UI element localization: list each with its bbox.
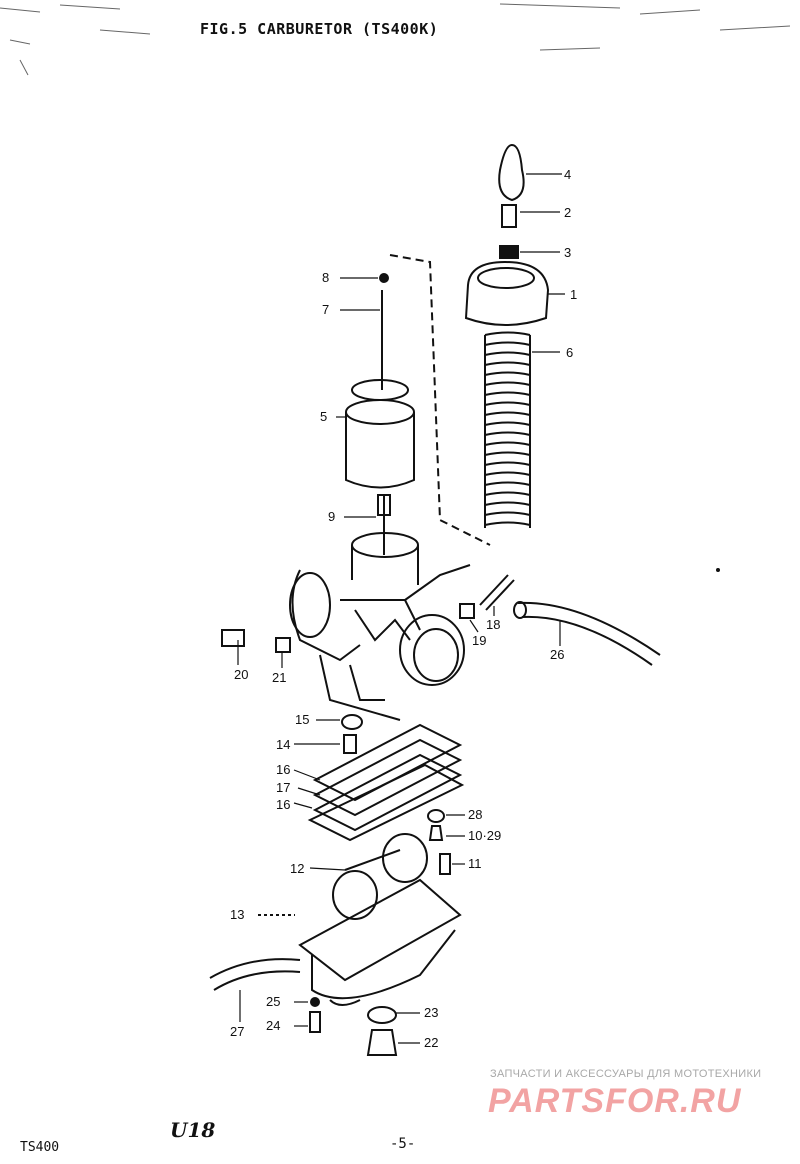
- callout-2: 2: [564, 205, 572, 220]
- part-4-boot: [498, 143, 525, 202]
- callout-1: 1: [570, 287, 578, 302]
- callout-19: 19: [472, 633, 487, 648]
- watermark-logo: PARTSFOR.RU: [488, 1082, 742, 1120]
- callout-17: 17: [276, 780, 291, 795]
- float-bowl: [298, 878, 462, 1006]
- part-1-cap: [464, 260, 550, 326]
- callout-11: 11: [468, 856, 482, 871]
- callout-27: 27: [230, 1024, 245, 1039]
- callout-4: 4: [564, 167, 572, 182]
- part-24-screw: [309, 1011, 321, 1033]
- callout-8: 8: [322, 270, 330, 285]
- callout-12: 12: [290, 861, 305, 876]
- callout-5: 5: [320, 409, 328, 424]
- scan-noise: [0, 3, 791, 76]
- part-26-hose: [517, 601, 661, 666]
- carburetor-body: [289, 532, 471, 721]
- callout-7: 7: [322, 302, 330, 317]
- callout-22: 22: [424, 1035, 439, 1050]
- part-28-washer: [427, 809, 445, 823]
- cable-dashed: [389, 254, 491, 546]
- part-21-spring: [275, 637, 291, 653]
- part-8-clip: [379, 273, 389, 283]
- part-5-slide: [345, 379, 415, 489]
- callout-26: 26: [550, 647, 565, 662]
- part-22-plug: [366, 1029, 398, 1056]
- diagram-code: U18: [170, 1118, 216, 1142]
- part-15-ring: [341, 714, 363, 730]
- part-12-float: [332, 833, 428, 920]
- watermark-tagline: ЗАПЧАСТИ И АКСЕССУАРЫ ДЛЯ МОТОТЕХНИКИ: [490, 1068, 762, 1080]
- callout-18: 18: [486, 617, 501, 632]
- model-label: TS400: [20, 1140, 60, 1155]
- callout-23: 23: [424, 1005, 439, 1020]
- part-6-spring: [484, 331, 531, 528]
- scan-dot: [716, 568, 720, 572]
- callout-16a: 16: [276, 762, 291, 777]
- callout-13: 13: [230, 907, 245, 922]
- callout-6: 6: [566, 345, 574, 360]
- callout-16b: 16: [276, 797, 291, 812]
- leader-lines: [237, 173, 565, 1044]
- callout-14: 14: [276, 737, 291, 752]
- part-25-washer: [310, 997, 320, 1007]
- part-2-adjuster: [501, 204, 517, 228]
- part-10-jet: [428, 825, 444, 841]
- callout-20: 20: [234, 667, 249, 682]
- part-14-17-plates: [307, 723, 465, 842]
- callout-25: 25: [266, 994, 281, 1009]
- callout-3: 3: [564, 245, 572, 260]
- part-19-sleeve: [459, 603, 475, 619]
- part-18-screw: [479, 574, 515, 611]
- callout-24: 24: [266, 1018, 281, 1033]
- page-number: -5-: [390, 1136, 416, 1152]
- callout-15: 15: [295, 712, 310, 727]
- callout-10-29: 10·29: [468, 828, 502, 843]
- part-27-tube: [209, 958, 301, 991]
- callout-21: 21: [272, 670, 287, 685]
- part-11-jet: [439, 853, 451, 875]
- part-23-ring: [367, 1006, 397, 1024]
- part-3-nut: [499, 245, 519, 259]
- callout-28: 28: [468, 807, 483, 822]
- callout-9: 9: [328, 509, 336, 524]
- part-20-screw: [221, 629, 245, 647]
- diagram-title: FIG.5 CARBURETOR (TS400K): [200, 20, 439, 38]
